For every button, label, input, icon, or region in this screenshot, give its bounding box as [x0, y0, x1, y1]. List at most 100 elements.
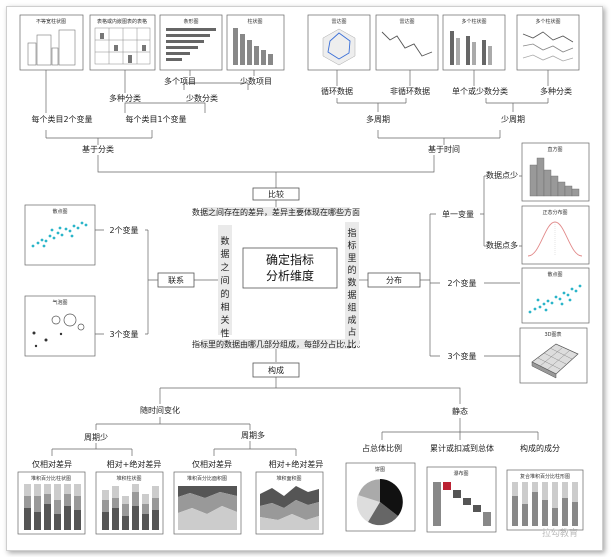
svg-text:堆积面积图: 堆积面积图	[276, 475, 301, 482]
svg-text:散点图: 散点图	[547, 271, 562, 278]
thumb-multi-line[interactable]: 多个柱状图	[516, 14, 580, 71]
stack-segment	[64, 506, 71, 530]
label-rel-abs-b: 相对+绝对差异	[269, 459, 324, 469]
stripe-char: 性	[220, 327, 229, 339]
thumb-stacked-pct-column[interactable]: 堆积百分比柱状图	[17, 471, 86, 535]
stack-segment	[122, 516, 129, 530]
stack-segment	[512, 482, 518, 496]
scatter-point	[70, 234, 74, 238]
stack-segment	[522, 482, 528, 504]
scatter-point	[44, 239, 48, 243]
thumb-table-chart[interactable]: 表格或内嵌图表的表格	[89, 14, 156, 71]
stack-segment	[562, 498, 568, 526]
label-rel-diff-a: 仅相对差异	[32, 459, 72, 469]
scatter-point	[36, 241, 40, 245]
bottom-stripe-text: 指标里的数据由哪几部分组成，每部分占比情况	[192, 339, 360, 349]
stack-segment	[102, 490, 109, 500]
stripe-char: 指	[347, 227, 356, 239]
thumb-multi-column[interactable]: 多个柱状图	[442, 14, 506, 71]
label-static: 静态	[452, 406, 468, 416]
scatter-point	[528, 310, 532, 314]
top-stripe-text: 数据之间存在的差异，差异主要体现在哪些方面	[192, 207, 360, 217]
label-cyclic: 循环数据	[321, 86, 353, 96]
thumb-bar[interactable]: 条形图	[159, 14, 223, 71]
label-many-periods: 周期多	[241, 430, 265, 440]
stripe-char: 的	[347, 264, 356, 276]
thumb-stacked-pct-area[interactable]: 堆积百分比面积图	[173, 471, 242, 535]
svg-text:饼图: 饼图	[375, 466, 385, 473]
stack-segment	[532, 482, 538, 492]
thumb-stacked-column[interactable]: 堆积柱状图	[95, 471, 164, 535]
stack-segment	[142, 504, 149, 514]
scatter-point	[56, 231, 60, 235]
scatter-point	[80, 221, 84, 225]
label-per-cat-2var: 每个类目2个变量	[31, 114, 92, 124]
label-rel-three-var: 3个变量	[109, 329, 138, 339]
stack-segment	[64, 484, 71, 494]
stack-segment	[562, 482, 568, 498]
stripe-char: 比	[347, 339, 356, 351]
scatter-point	[550, 301, 554, 305]
thumb-bubble[interactable]: 气泡图	[24, 295, 96, 357]
node-composition-label: 构成	[268, 365, 284, 375]
scatter-point	[64, 227, 68, 231]
svg-text:条形图: 条形图	[183, 18, 198, 25]
stack-segment	[74, 496, 81, 510]
svg-text:复合堆积百分比柱形图: 复合堆积百分比柱形图	[520, 473, 570, 480]
stack-segment	[572, 502, 578, 526]
thumb-column[interactable]: 柱状图	[226, 14, 285, 71]
thumb-scatter-left[interactable]: 散点图	[24, 204, 96, 266]
thumb-waterfall[interactable]: 瀑布图	[426, 466, 497, 533]
stack-segment	[44, 504, 51, 530]
scatter-point	[50, 228, 54, 232]
stack-segment	[122, 504, 129, 516]
stack-segment	[112, 508, 119, 530]
thumb-radar[interactable]: 雷达图	[307, 14, 371, 71]
stack-segment	[54, 484, 61, 500]
scatter-point	[542, 302, 546, 306]
scatter-point	[58, 226, 62, 230]
thumb-stacked-area[interactable]: 堆积面积图	[255, 471, 324, 535]
stack-segment	[34, 512, 41, 530]
svg-text:表格或内嵌图表的表格: 表格或内嵌图表的表格	[97, 18, 147, 25]
thumb-line[interactable]: 雷达图	[375, 14, 439, 71]
stack-segment	[512, 496, 518, 526]
label-multi-period: 多周期	[366, 114, 390, 124]
stack-segment	[152, 498, 159, 510]
svg-text:多个柱状图: 多个柱状图	[535, 18, 560, 25]
stripe-char: 据	[347, 289, 356, 301]
node-composition[interactable]	[252, 362, 300, 378]
svg-text:不等宽柱状图: 不等宽柱状图	[36, 18, 66, 25]
svg-text:堆积柱状图: 堆积柱状图	[116, 475, 141, 482]
svg-text:堆积百分比面积图: 堆积百分比面积图	[187, 475, 227, 482]
thumb-pie[interactable]: 饼图	[345, 462, 416, 532]
center-node[interactable]	[242, 247, 338, 289]
label-few-periods: 周期少	[84, 433, 108, 442]
stack-segment	[24, 496, 31, 508]
thumb-3d-surface[interactable]: 3D图表	[519, 327, 588, 384]
stack-segment	[34, 496, 41, 512]
stripe-char: 相	[220, 301, 229, 313]
thumb-uneven-column[interactable]: 不等宽柱状图	[19, 14, 84, 71]
svg-text:散点图: 散点图	[52, 208, 67, 215]
svg-text:雷达图: 雷达图	[399, 18, 414, 25]
label-by-category: 基于分类	[82, 144, 114, 154]
left-stripe-bg	[218, 225, 232, 335]
thumb-normal-dist[interactable]: 正态分布图	[521, 205, 590, 265]
stack-segment	[112, 486, 119, 498]
thumb-scatter-right[interactable]: 散点图	[521, 267, 590, 324]
thumb-histogram[interactable]: 直方图	[521, 142, 590, 202]
stack-segment	[142, 514, 149, 530]
label-few-period: 少周期	[501, 115, 525, 124]
stack-segment	[522, 504, 528, 526]
thumb-composite-stacked[interactable]: 复合堆积百分比柱形图	[506, 469, 584, 531]
stripe-char: 数	[220, 235, 229, 247]
scatter-point	[554, 295, 558, 299]
node-compare[interactable]	[252, 187, 300, 201]
scatter-point	[48, 234, 52, 238]
label-rel-abs-a: 相对+绝对差异	[107, 459, 162, 469]
stack-segment	[152, 510, 159, 530]
label-by-time: 基于时间	[428, 144, 460, 154]
